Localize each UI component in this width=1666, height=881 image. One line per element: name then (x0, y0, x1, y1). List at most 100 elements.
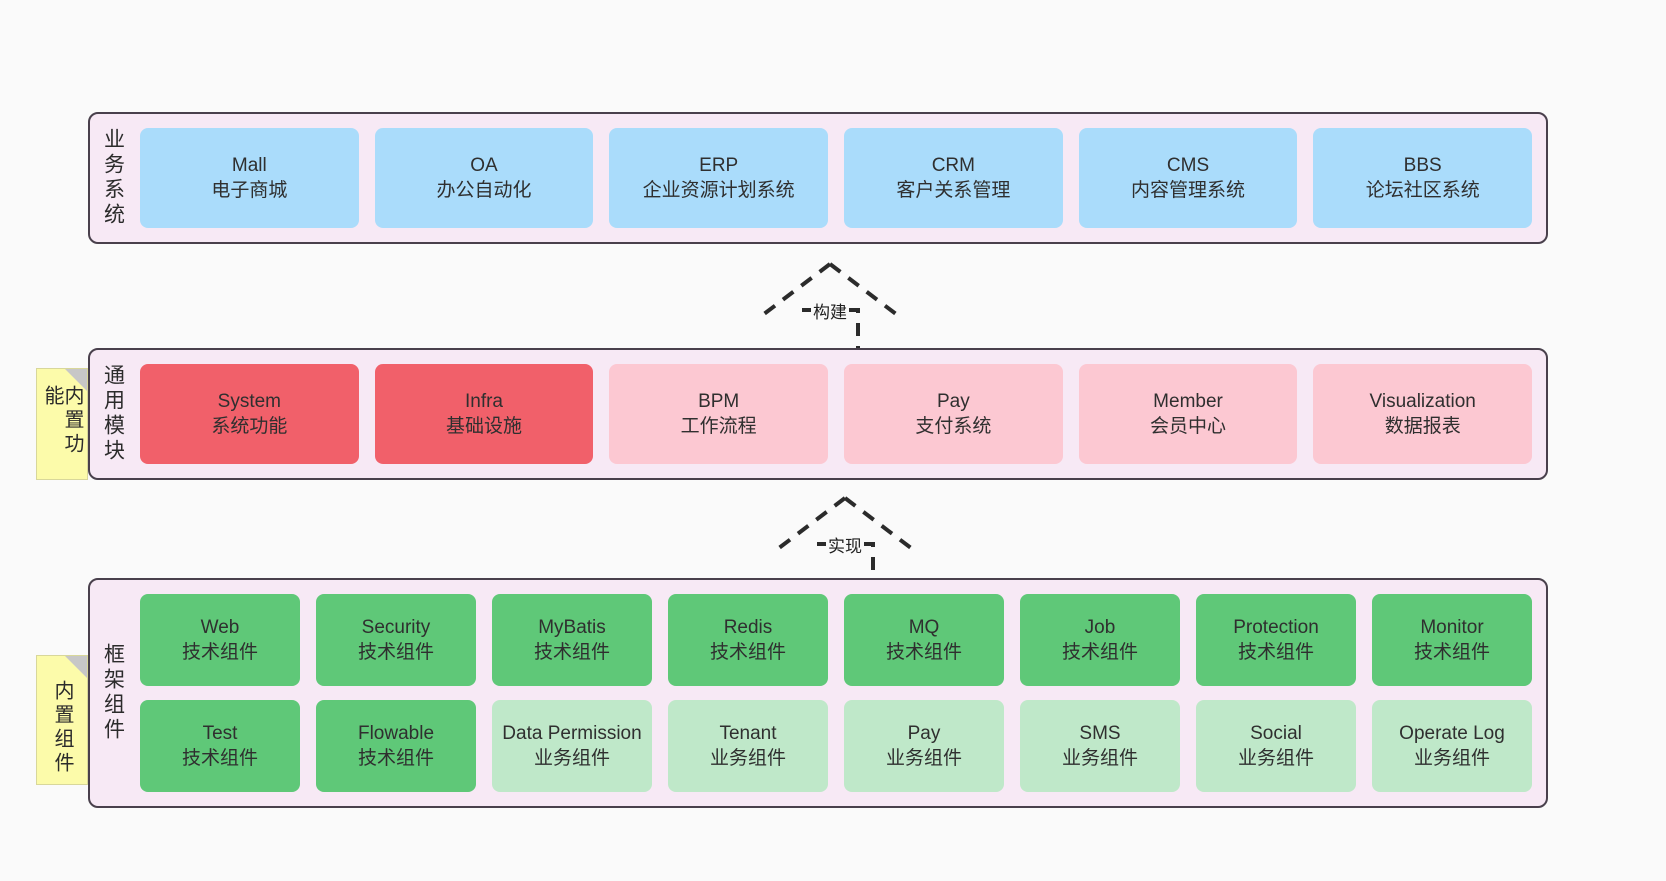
card-subtitle: 内容管理系统 (1131, 180, 1246, 201)
card-member[interactable]: Member 会员中心 (1078, 364, 1298, 464)
card-subtitle: 基础设施 (446, 416, 523, 437)
card-title: CRM (931, 154, 975, 176)
note-builtin-components: 内置组件 (36, 655, 88, 785)
card-crm[interactable]: CRM 客户关系管理 (844, 128, 1063, 228)
card-title: Visualization (1369, 390, 1476, 412)
note-fold-corner-icon (65, 656, 87, 678)
card-flowable[interactable]: Flowable 技术组件 (316, 700, 476, 792)
card-web[interactable]: Web 技术组件 (140, 594, 300, 686)
layer-label-framework-components: 框架组件 (101, 643, 125, 743)
connector-build: 构建 (755, 258, 905, 352)
card-test[interactable]: Test 技术组件 (140, 700, 300, 792)
card-pay-business[interactable]: Pay 业务组件 (844, 700, 1004, 792)
card-subtitle: 企业资源计划系统 (642, 180, 795, 201)
card-infra[interactable]: Infra 基础设施 (374, 364, 594, 464)
card-title: Pay (936, 390, 970, 412)
card-title: Operate Log (1399, 722, 1505, 744)
card-title: Job (1084, 616, 1116, 638)
card-subtitle: 业务组件 (1237, 748, 1314, 769)
card-subtitle: 技术组件 (1237, 642, 1314, 663)
note-builtin-features: 内置功能 (36, 368, 88, 480)
card-bbs[interactable]: BBS 论坛社区系统 (1313, 128, 1533, 228)
card-tenant[interactable]: Tenant 业务组件 (668, 700, 828, 792)
connector-label: 实现 (826, 532, 864, 557)
card-row: Mall 电子商城 OA 办公自动化 ERP 企业资源计划系统 CRM 客户关系… (140, 128, 1533, 228)
card-row: System 系统功能 Infra 基础设施 BPM 工作流程 Pay 支付系统… (140, 364, 1533, 464)
card-title: Redis (723, 616, 773, 638)
card-subtitle: 技术组件 (533, 642, 610, 663)
card-social[interactable]: Social 业务组件 (1196, 700, 1356, 792)
card-subtitle: 技术组件 (357, 748, 434, 769)
card-monitor[interactable]: Monitor 技术组件 (1372, 594, 1532, 686)
card-visualization[interactable]: Visualization 数据报表 (1313, 364, 1533, 464)
card-row: Web 技术组件 Security 技术组件 MyBatis 技术组件 Redi… (140, 594, 1532, 686)
card-title: SMS (1079, 722, 1121, 744)
card-title: Pay (907, 722, 941, 744)
connector-implement: 实现 (770, 492, 920, 586)
card-subtitle: 工作流程 (680, 416, 757, 437)
card-title: OA (470, 154, 498, 176)
card-subtitle: 技术组件 (885, 642, 962, 663)
card-title: System (217, 390, 282, 412)
card-subtitle: 技术组件 (1061, 642, 1138, 663)
card-pay[interactable]: Pay 支付系统 (844, 364, 1063, 464)
card-redis[interactable]: Redis 技术组件 (668, 594, 828, 686)
card-subtitle: 支付系统 (915, 416, 992, 437)
layer-body-framework-components: Web 技术组件 Security 技术组件 MyBatis 技术组件 Redi… (136, 580, 1546, 806)
card-title: Infra (464, 390, 504, 412)
layer-body-common-modules: System 系统功能 Infra 基础设施 BPM 工作流程 Pay 支付系统… (136, 350, 1546, 478)
card-subtitle: 技术组件 (181, 748, 258, 769)
card-mq[interactable]: MQ 技术组件 (844, 594, 1004, 686)
card-subtitle: 办公自动化 (436, 180, 532, 201)
card-subtitle: 技术组件 (709, 642, 786, 663)
card-subtitle: 业务组件 (1413, 748, 1490, 769)
card-bpm[interactable]: BPM 工作流程 (609, 364, 829, 464)
card-subtitle: 技术组件 (1413, 642, 1490, 663)
card-mall[interactable]: Mall 电子商城 (140, 128, 359, 228)
card-subtitle: 系统功能 (211, 416, 288, 437)
card-mybatis[interactable]: MyBatis 技术组件 (492, 594, 652, 686)
card-title: MyBatis (538, 616, 606, 638)
card-operate-log[interactable]: Operate Log 业务组件 (1372, 700, 1532, 792)
card-system[interactable]: System 系统功能 (140, 364, 359, 464)
card-subtitle: 业务组件 (533, 748, 610, 769)
card-title: Mall (231, 154, 267, 176)
card-subtitle: 客户关系管理 (896, 180, 1011, 201)
note-fold-corner-icon (65, 369, 87, 391)
card-title: BBS (1403, 154, 1442, 176)
card-job[interactable]: Job 技术组件 (1020, 594, 1180, 686)
card-sms[interactable]: SMS 业务组件 (1020, 700, 1180, 792)
card-title: Data Permission (502, 722, 642, 744)
connector-label: 构建 (811, 298, 849, 323)
card-cms[interactable]: CMS 内容管理系统 (1078, 128, 1298, 228)
layer-label-business-systems: 业务系统 (101, 128, 125, 228)
layer-label-common-modules: 通用模块 (101, 364, 125, 464)
card-subtitle: 论坛社区系统 (1365, 180, 1480, 201)
layer-framework-components: 框架组件 Web 技术组件 Security 技术组件 MyBatis 技术组件… (88, 578, 1548, 808)
card-title: Test (202, 722, 238, 744)
card-data-permission[interactable]: Data Permission 业务组件 (492, 700, 652, 792)
card-security[interactable]: Security 技术组件 (316, 594, 476, 686)
card-title: Protection (1233, 616, 1319, 638)
card-title: Security (361, 616, 431, 638)
card-oa[interactable]: OA 办公自动化 (374, 128, 594, 228)
card-title: MQ (908, 616, 940, 638)
card-subtitle: 数据报表 (1384, 416, 1461, 437)
card-subtitle: 业务组件 (1061, 748, 1138, 769)
card-title: ERP (699, 154, 739, 176)
card-subtitle: 业务组件 (885, 748, 962, 769)
card-title: BPM (698, 390, 740, 412)
card-erp[interactable]: ERP 企业资源计划系统 (609, 128, 829, 228)
card-title: Social (1250, 722, 1302, 744)
card-subtitle: 技术组件 (181, 642, 258, 663)
note-label: 内置功能 (41, 385, 83, 457)
card-subtitle: 电子商城 (211, 180, 288, 201)
card-title: Tenant (719, 722, 777, 744)
card-title: CMS (1166, 154, 1210, 176)
card-row: Test 技术组件 Flowable 技术组件 Data Permission … (140, 700, 1532, 792)
card-protection[interactable]: Protection 技术组件 (1196, 594, 1356, 686)
layer-business-systems: 业务系统 Mall 电子商城 OA 办公自动化 ERP 企业资源计划系统 CRM… (88, 112, 1548, 244)
card-title: Web (200, 616, 240, 638)
card-subtitle: 技术组件 (357, 642, 434, 663)
